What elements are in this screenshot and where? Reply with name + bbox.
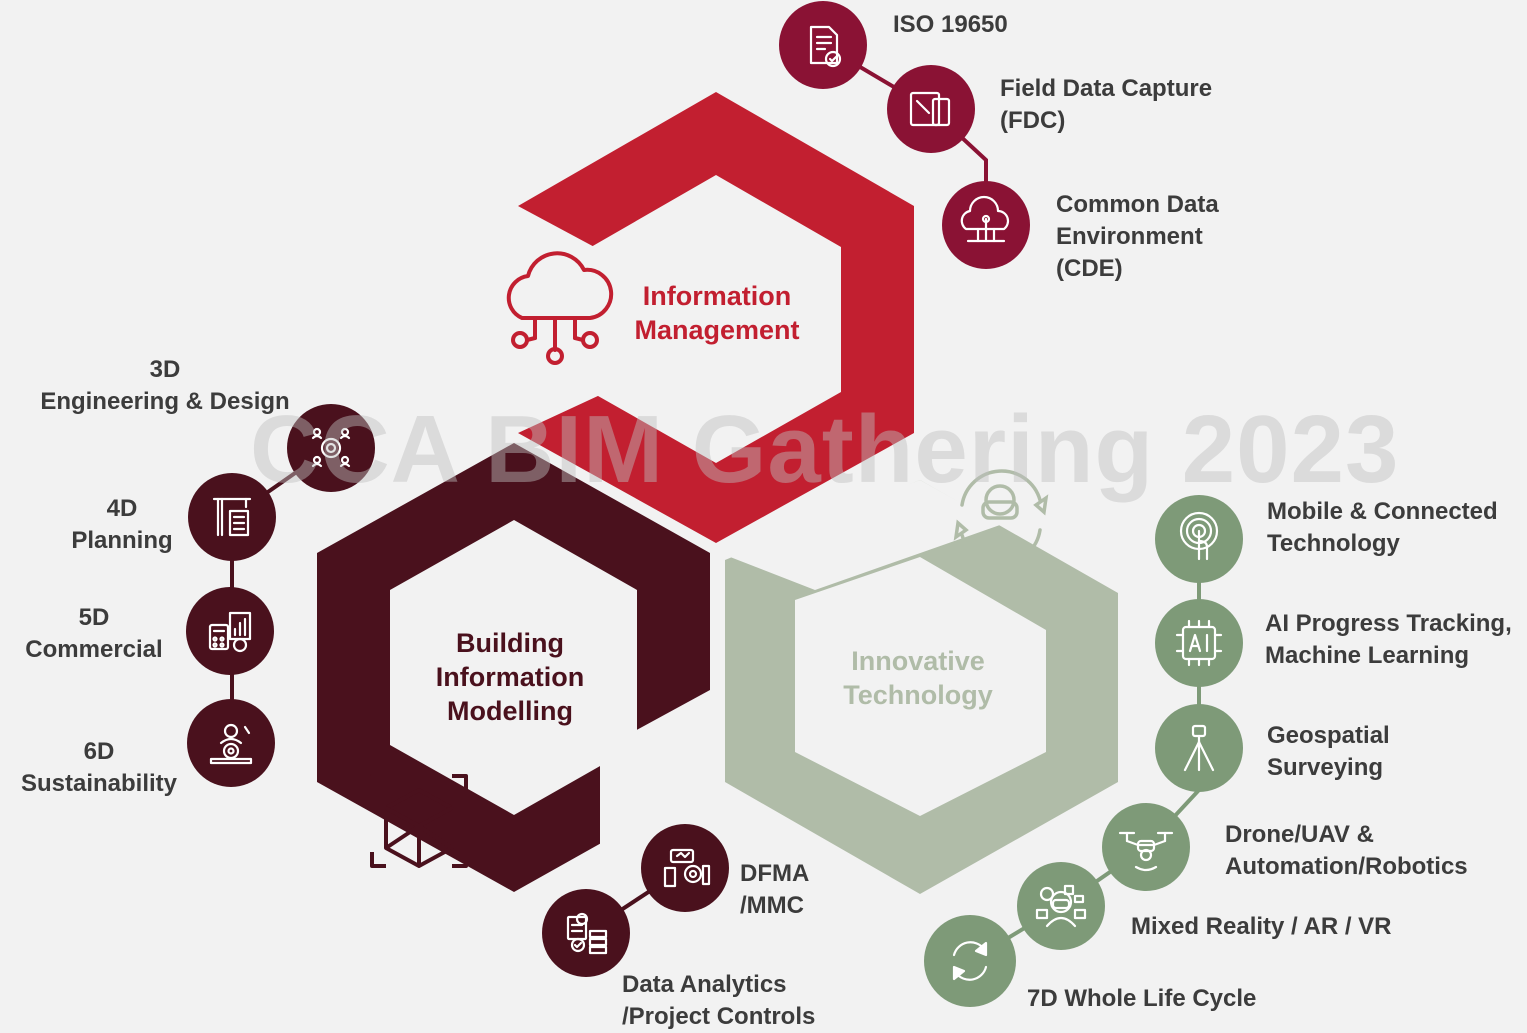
engineer-gear-icon <box>209 723 253 765</box>
bim-node-circle <box>641 824 729 912</box>
data-analytics-icon <box>566 912 608 955</box>
bim-node-circle <box>188 473 276 561</box>
tech-node-circle <box>1155 599 1243 687</box>
info-hexagon <box>518 92 914 543</box>
people-gear-icon <box>311 427 351 468</box>
bim-hexagon-title: Building Information Modelling <box>435 628 585 726</box>
vr-headset-rotate-icon <box>953 469 1049 566</box>
bim-node-3 <box>186 587 274 675</box>
bim-node-4 <box>187 699 275 787</box>
tech-node-label-geo: Geospatial Surveying <box>1267 722 1390 781</box>
touch-signal-icon <box>1179 511 1219 561</box>
document-check-icon <box>809 25 842 68</box>
bim-node-6 <box>542 889 630 977</box>
tech-node-label-mr: Mixed Reality / AR / VR <box>1131 913 1392 940</box>
crane-building-icon <box>212 497 252 537</box>
tech-node-label-7d: 7D Whole Life Cycle <box>1027 985 1257 1012</box>
cloud-data-icon <box>960 195 1010 243</box>
bim-node-1 <box>287 404 375 492</box>
tech-node-2 <box>1155 599 1243 687</box>
tech-node-label-drone: Drone/UAV & Automation/Robotics <box>1225 821 1468 880</box>
tech-node-label-ai: AI Progress Tracking, Machine Learning <box>1265 610 1512 669</box>
tech-hexagon-title: Innovative Technology <box>843 646 993 710</box>
ai-chip-icon <box>1175 619 1223 667</box>
info-node-2 <box>887 65 975 153</box>
info-node-label-iso: ISO 19650 <box>893 11 1008 38</box>
bim-node-circle <box>287 404 375 492</box>
info-node-1 <box>779 1 867 89</box>
cloud-network-icon <box>506 251 614 365</box>
tech-node-circle <box>1102 803 1190 891</box>
bim-node-label-6d: 6D Sustainability <box>20 738 178 797</box>
tech-node-circle <box>1017 862 1105 950</box>
bim-node-label-dfma: DFMA /MMC <box>740 860 810 919</box>
drone-icon <box>1118 831 1174 872</box>
tech-node-label-mobile: Mobile & Connected Technology <box>1267 498 1498 557</box>
tech-node-circle <box>924 915 1016 1007</box>
bim-node-label-5d: 5D Commercial <box>25 604 163 663</box>
info-node-circle <box>887 65 975 153</box>
info-hexagon-title: Information Management <box>634 281 800 345</box>
bim-node-2 <box>188 473 276 561</box>
info-node-label-fdc: Field Data Capture (FDC) <box>1000 75 1213 134</box>
bim-node-label-3d: 3D Engineering & Design <box>40 356 290 415</box>
info-node-3 <box>942 181 1030 269</box>
watermark-text: CCA BIM Gathering 2023 <box>250 396 1400 503</box>
tablet-phone-icon <box>909 91 951 127</box>
bim-node-label-analytics: Data Analytics /Project Controls <box>622 971 816 1030</box>
cycle-arrows-icon <box>952 941 988 981</box>
bim-node-label-4d: 4D Planning <box>71 495 173 554</box>
tech-node-6 <box>924 915 1016 1007</box>
info-node-circle <box>779 1 867 89</box>
3d-cube-icon <box>370 774 468 868</box>
tripod-survey-icon <box>1183 724 1215 772</box>
info-node-label-cde: Common Data Environment (CDE) <box>1056 191 1219 282</box>
tech-node-4 <box>1102 803 1190 891</box>
calculator-chart-icon <box>208 611 252 653</box>
bim-node-5 <box>641 824 729 912</box>
vr-person-icon <box>1035 884 1087 928</box>
tech-node-5 <box>1017 862 1105 950</box>
factory-process-icon <box>663 848 711 888</box>
tech-node-3 <box>1155 704 1243 792</box>
tech-node-1 <box>1155 495 1243 583</box>
